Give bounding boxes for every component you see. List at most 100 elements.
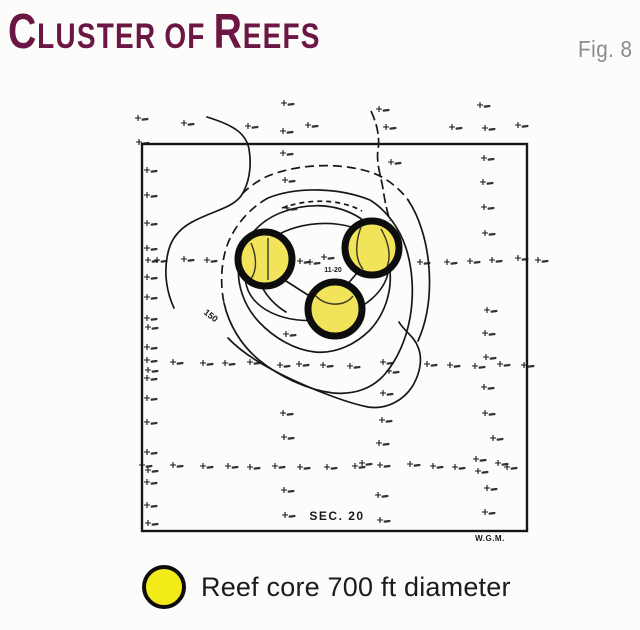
- well-number-smudge: [253, 361, 261, 365]
- well-symbol-icon: [284, 205, 290, 211]
- well-number-smudge: [150, 169, 158, 173]
- well-number-smudge: [228, 362, 236, 366]
- well-symbol-icon: [375, 492, 381, 498]
- well-symbol-icon: [144, 344, 150, 350]
- well-symbol-icon: [280, 128, 286, 134]
- well-symbol-icon: [482, 410, 488, 416]
- cluster-label: 11-20: [324, 267, 342, 274]
- contour-line-dashed: [241, 164, 410, 202]
- well-symbol-icon: [452, 464, 458, 470]
- well-number-smudge: [381, 494, 389, 498]
- well-number-smudge: [392, 370, 400, 374]
- core-contour-detail: [356, 226, 364, 270]
- well-symbol-icon: [145, 257, 151, 263]
- well-symbol-icon: [144, 419, 150, 425]
- well-symbol-icon: [204, 257, 210, 263]
- well-symbol-icon: [282, 512, 288, 518]
- well-symbol-icon: [144, 315, 150, 321]
- well-symbol-icon: [380, 359, 386, 365]
- reef-core-swatch-icon: [142, 565, 186, 609]
- well-symbol-icon: [272, 463, 278, 469]
- well-number-smudge: [283, 364, 291, 368]
- core-contour-detail: [380, 228, 390, 268]
- well-number-smudge: [487, 206, 495, 210]
- contour-line-dashed: [370, 110, 391, 222]
- contour-line-dashed: [281, 200, 363, 212]
- well-number-smudge: [145, 464, 153, 468]
- well-symbol-icon: [135, 115, 141, 121]
- well-number-smudge: [150, 504, 158, 508]
- well-number-smudge: [488, 511, 496, 515]
- well-symbol-icon: [139, 462, 145, 468]
- well-symbol-icon: [225, 463, 231, 469]
- well-number-smudge: [483, 104, 491, 108]
- section-label: SEC. 20: [309, 509, 364, 523]
- core-contour-detail: [250, 242, 257, 280]
- figure-number: Fig. 8: [578, 36, 633, 62]
- well-number-smudge: [151, 469, 159, 473]
- well-number-smudge: [150, 194, 158, 198]
- well-number-smudge: [210, 259, 218, 263]
- contour-value-label: 150: [202, 307, 220, 324]
- well-number-smudge: [527, 364, 535, 368]
- well-number-smudge: [450, 261, 458, 265]
- well-symbol-icon: [307, 259, 313, 265]
- well-symbol-icon: [277, 362, 283, 368]
- well-number-smudge: [521, 124, 529, 128]
- well-number-smudge: [501, 462, 509, 466]
- well-number-smudge: [288, 179, 296, 183]
- well-number-smudge: [206, 362, 214, 366]
- well-symbol-icon: [379, 417, 385, 423]
- well-symbol-icon: [296, 361, 302, 367]
- well-number-smudge: [489, 356, 497, 360]
- well-symbol-icon: [515, 122, 521, 128]
- well-number-smudge: [176, 464, 184, 468]
- well-symbol-icon: [467, 258, 473, 264]
- well-number-smudge: [455, 126, 463, 130]
- well-symbol-icon: [481, 384, 487, 390]
- well-number-smudge: [496, 437, 504, 441]
- title-word-3: EEFS: [242, 17, 321, 56]
- well-number-smudge: [486, 181, 494, 185]
- well-symbol-icon: [145, 324, 151, 330]
- well-symbol-icon: [359, 460, 365, 466]
- well-symbol-icon: [281, 434, 287, 440]
- well-symbol-icon: [383, 124, 389, 130]
- well-symbol-icon: [480, 179, 486, 185]
- well-symbol-icon: [515, 255, 521, 261]
- well-number-smudge: [386, 361, 394, 365]
- well-symbol-icon: [222, 360, 228, 366]
- well-symbol-icon: [489, 257, 495, 263]
- well-number-smudge: [488, 232, 496, 236]
- well-number-smudge: [490, 309, 498, 313]
- reef-core: [234, 228, 296, 290]
- well-number-smudge: [541, 259, 549, 263]
- well-symbol-icon: [170, 359, 176, 365]
- title-initial-1: C: [8, 5, 38, 59]
- well-number-smudge: [382, 442, 390, 446]
- well-symbol-icon: [181, 256, 187, 262]
- well-number-smudge: [176, 361, 184, 365]
- well-symbol-icon: [377, 462, 383, 468]
- well-number-smudge: [150, 481, 158, 485]
- well-symbol-icon: [424, 361, 430, 367]
- well-symbol-icon: [386, 368, 392, 374]
- well-number-smudge: [141, 117, 149, 121]
- well-symbol-icon: [347, 363, 353, 369]
- well-number-smudge: [150, 346, 158, 350]
- well-number-smudge: [473, 260, 481, 264]
- well-symbol-icon: [281, 487, 287, 493]
- well-symbol-icon: [482, 230, 488, 236]
- well-number-smudge: [150, 317, 158, 321]
- reef-core: [341, 217, 403, 279]
- well-number-smudge: [302, 363, 310, 367]
- well-number-smudge: [330, 466, 338, 470]
- well-symbol-icon: [154, 257, 160, 263]
- well-symbol-icon: [376, 440, 382, 446]
- well-number-smudge: [151, 369, 159, 373]
- well-symbol-icon: [245, 123, 251, 129]
- well-number-smudge: [187, 258, 195, 262]
- well-symbol-icon: [321, 254, 327, 260]
- well-symbol-icon: [481, 155, 487, 161]
- well-number-smudge: [430, 363, 438, 367]
